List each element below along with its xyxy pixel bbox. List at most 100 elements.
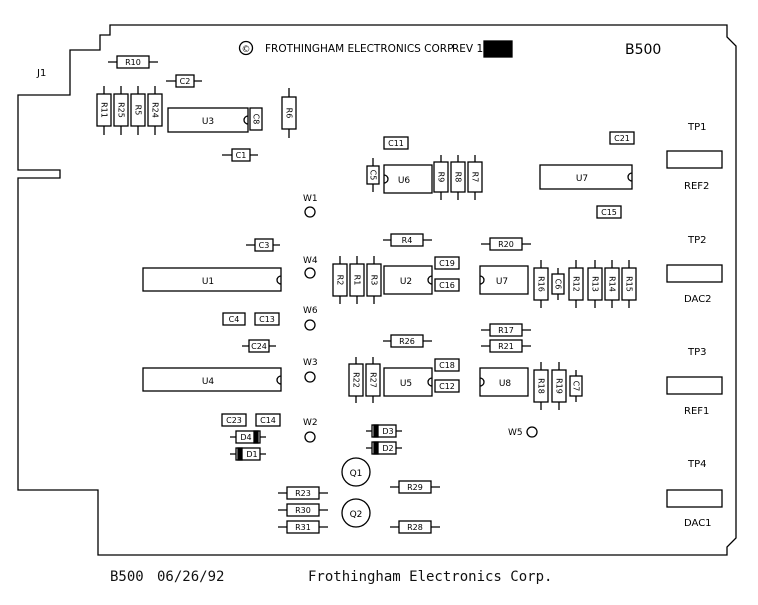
capacitor-label: C15 bbox=[601, 208, 617, 217]
resistor-label: R22 bbox=[352, 372, 361, 388]
resistor-label: R14 bbox=[608, 276, 617, 292]
footer-company: Frothingham Electronics Corp. bbox=[308, 569, 553, 585]
transistor-group: Q1 Q2 bbox=[341, 457, 371, 528]
ic-body bbox=[383, 164, 433, 194]
capacitor-label: C18 bbox=[439, 361, 455, 370]
ic-label: U7 bbox=[576, 174, 588, 184]
resistor-label: R11 bbox=[100, 102, 109, 118]
revision-label: REV 1. bbox=[452, 43, 486, 55]
capacitor-label: C21 bbox=[614, 134, 630, 143]
ic-notch bbox=[276, 375, 282, 385]
resistor-label: R25 bbox=[117, 102, 126, 118]
capacitor-label: C23 bbox=[226, 416, 242, 425]
test-point-pad bbox=[666, 150, 723, 169]
ic-notch bbox=[383, 174, 389, 184]
footer-date: 06/26/92 bbox=[157, 569, 225, 585]
resistor-label: R29 bbox=[407, 483, 423, 492]
ic-label: U5 bbox=[400, 379, 412, 389]
resistor-label: R4 bbox=[402, 236, 413, 245]
jumper-label: W4 bbox=[303, 256, 318, 266]
resistor-label: R9 bbox=[437, 172, 446, 183]
resistor-label: R24 bbox=[151, 102, 160, 118]
ic-notch bbox=[276, 275, 282, 285]
resistor-label: R16 bbox=[537, 276, 546, 292]
transistor-label: Q1 bbox=[350, 469, 363, 479]
capacitor-label: C7 bbox=[572, 381, 581, 392]
ic-body bbox=[383, 265, 433, 295]
jumper-group: W1 W4 W6 W3 W2 W5 bbox=[303, 194, 538, 443]
diode-group: D4 D1 D3 D2 bbox=[230, 424, 402, 461]
test-point-signal: DAC2 bbox=[684, 294, 712, 305]
jumper-label: W1 bbox=[303, 194, 318, 204]
ic-notch bbox=[427, 377, 433, 387]
footer-part-number: B500 bbox=[110, 569, 144, 585]
resistor-label: R10 bbox=[125, 58, 141, 67]
jumper-pad bbox=[526, 426, 538, 438]
connector-label: J1 bbox=[36, 68, 46, 79]
ic-label: U8 bbox=[499, 379, 512, 389]
diode-label: D4 bbox=[240, 433, 251, 442]
capacitor-label: C6 bbox=[554, 279, 563, 290]
capacitor-label: C13 bbox=[259, 315, 275, 324]
test-point-label: TP2 bbox=[687, 235, 707, 246]
ic-notch bbox=[479, 275, 485, 285]
capacitor-label: C24 bbox=[251, 342, 267, 351]
capacitor-label: C11 bbox=[388, 139, 404, 148]
ic-body bbox=[539, 164, 633, 190]
transistor-body bbox=[341, 457, 371, 487]
ic-body bbox=[167, 107, 249, 133]
test-point-signal: REF1 bbox=[684, 406, 709, 417]
company-name: FROTHINGHAM ELECTRONICS CORP bbox=[265, 43, 453, 55]
ic-label: U3 bbox=[202, 117, 214, 127]
capacitor-label: C3 bbox=[259, 241, 270, 250]
capacitor-group: C1 C2 C3 C4 C5 C6 C7 C8 C11 C12 C13 C14 … bbox=[166, 74, 635, 427]
ic-label: U2 bbox=[400, 277, 412, 287]
board-part-number: B500 bbox=[625, 42, 661, 58]
ic-label: U6 bbox=[398, 176, 411, 186]
capacitor-label: C8 bbox=[252, 114, 261, 125]
jumper-pad bbox=[304, 319, 316, 331]
jumper-label: W2 bbox=[303, 418, 318, 428]
diode-label: D1 bbox=[246, 450, 257, 459]
test-point-label: TP1 bbox=[687, 122, 707, 133]
resistor-label: R20 bbox=[498, 240, 514, 249]
test-point-pad bbox=[666, 489, 723, 508]
transistor-body bbox=[341, 498, 371, 528]
resistor-label: R17 bbox=[498, 326, 514, 335]
capacitor-label: C16 bbox=[439, 281, 455, 290]
ic-notch bbox=[479, 377, 485, 387]
resistor-label: R27 bbox=[369, 372, 378, 388]
jumper-label: W3 bbox=[303, 358, 318, 368]
test-point-label: TP4 bbox=[687, 459, 707, 470]
capacitor-label: C14 bbox=[260, 416, 276, 425]
resistor-label: R23 bbox=[295, 489, 311, 498]
capacitor-label: C2 bbox=[180, 77, 191, 86]
board-outline bbox=[17, 24, 737, 556]
resistor-label: R28 bbox=[407, 523, 423, 532]
test-point-label: TP3 bbox=[687, 347, 707, 358]
ic-notch bbox=[627, 172, 633, 182]
resistor-label: R13 bbox=[591, 276, 600, 292]
horizontal-resistor-group: R10 R4 R20 R26 R17 R21 R23 R29 R30 R31 R… bbox=[108, 55, 531, 534]
test-point-signal: DAC1 bbox=[684, 518, 712, 529]
jumper-pad bbox=[304, 371, 316, 383]
resistor-label: R19 bbox=[555, 378, 564, 394]
test-point-signal: REF2 bbox=[684, 181, 709, 192]
ic-label: U7 bbox=[496, 277, 508, 287]
ic-group: U3 U6 U7 U1 U2 U7 U4 U5 U8 bbox=[142, 107, 633, 397]
resistor-label: R15 bbox=[625, 276, 634, 292]
resistor-label: R7 bbox=[471, 172, 480, 183]
ic-body bbox=[479, 265, 529, 295]
ic-notch bbox=[427, 275, 433, 285]
revision-redaction bbox=[483, 40, 513, 58]
resistor-label: R6 bbox=[285, 108, 294, 119]
resistor-label: R26 bbox=[399, 337, 415, 346]
test-point-pad bbox=[666, 264, 723, 283]
ic-notch bbox=[243, 115, 249, 125]
resistor-label: R1 bbox=[353, 275, 362, 286]
ic-body bbox=[142, 367, 282, 392]
ic-label: U4 bbox=[202, 377, 215, 387]
copyright-symbol: © bbox=[242, 45, 251, 55]
capacitor-label: C19 bbox=[439, 259, 455, 268]
test-point-pad bbox=[666, 376, 723, 395]
